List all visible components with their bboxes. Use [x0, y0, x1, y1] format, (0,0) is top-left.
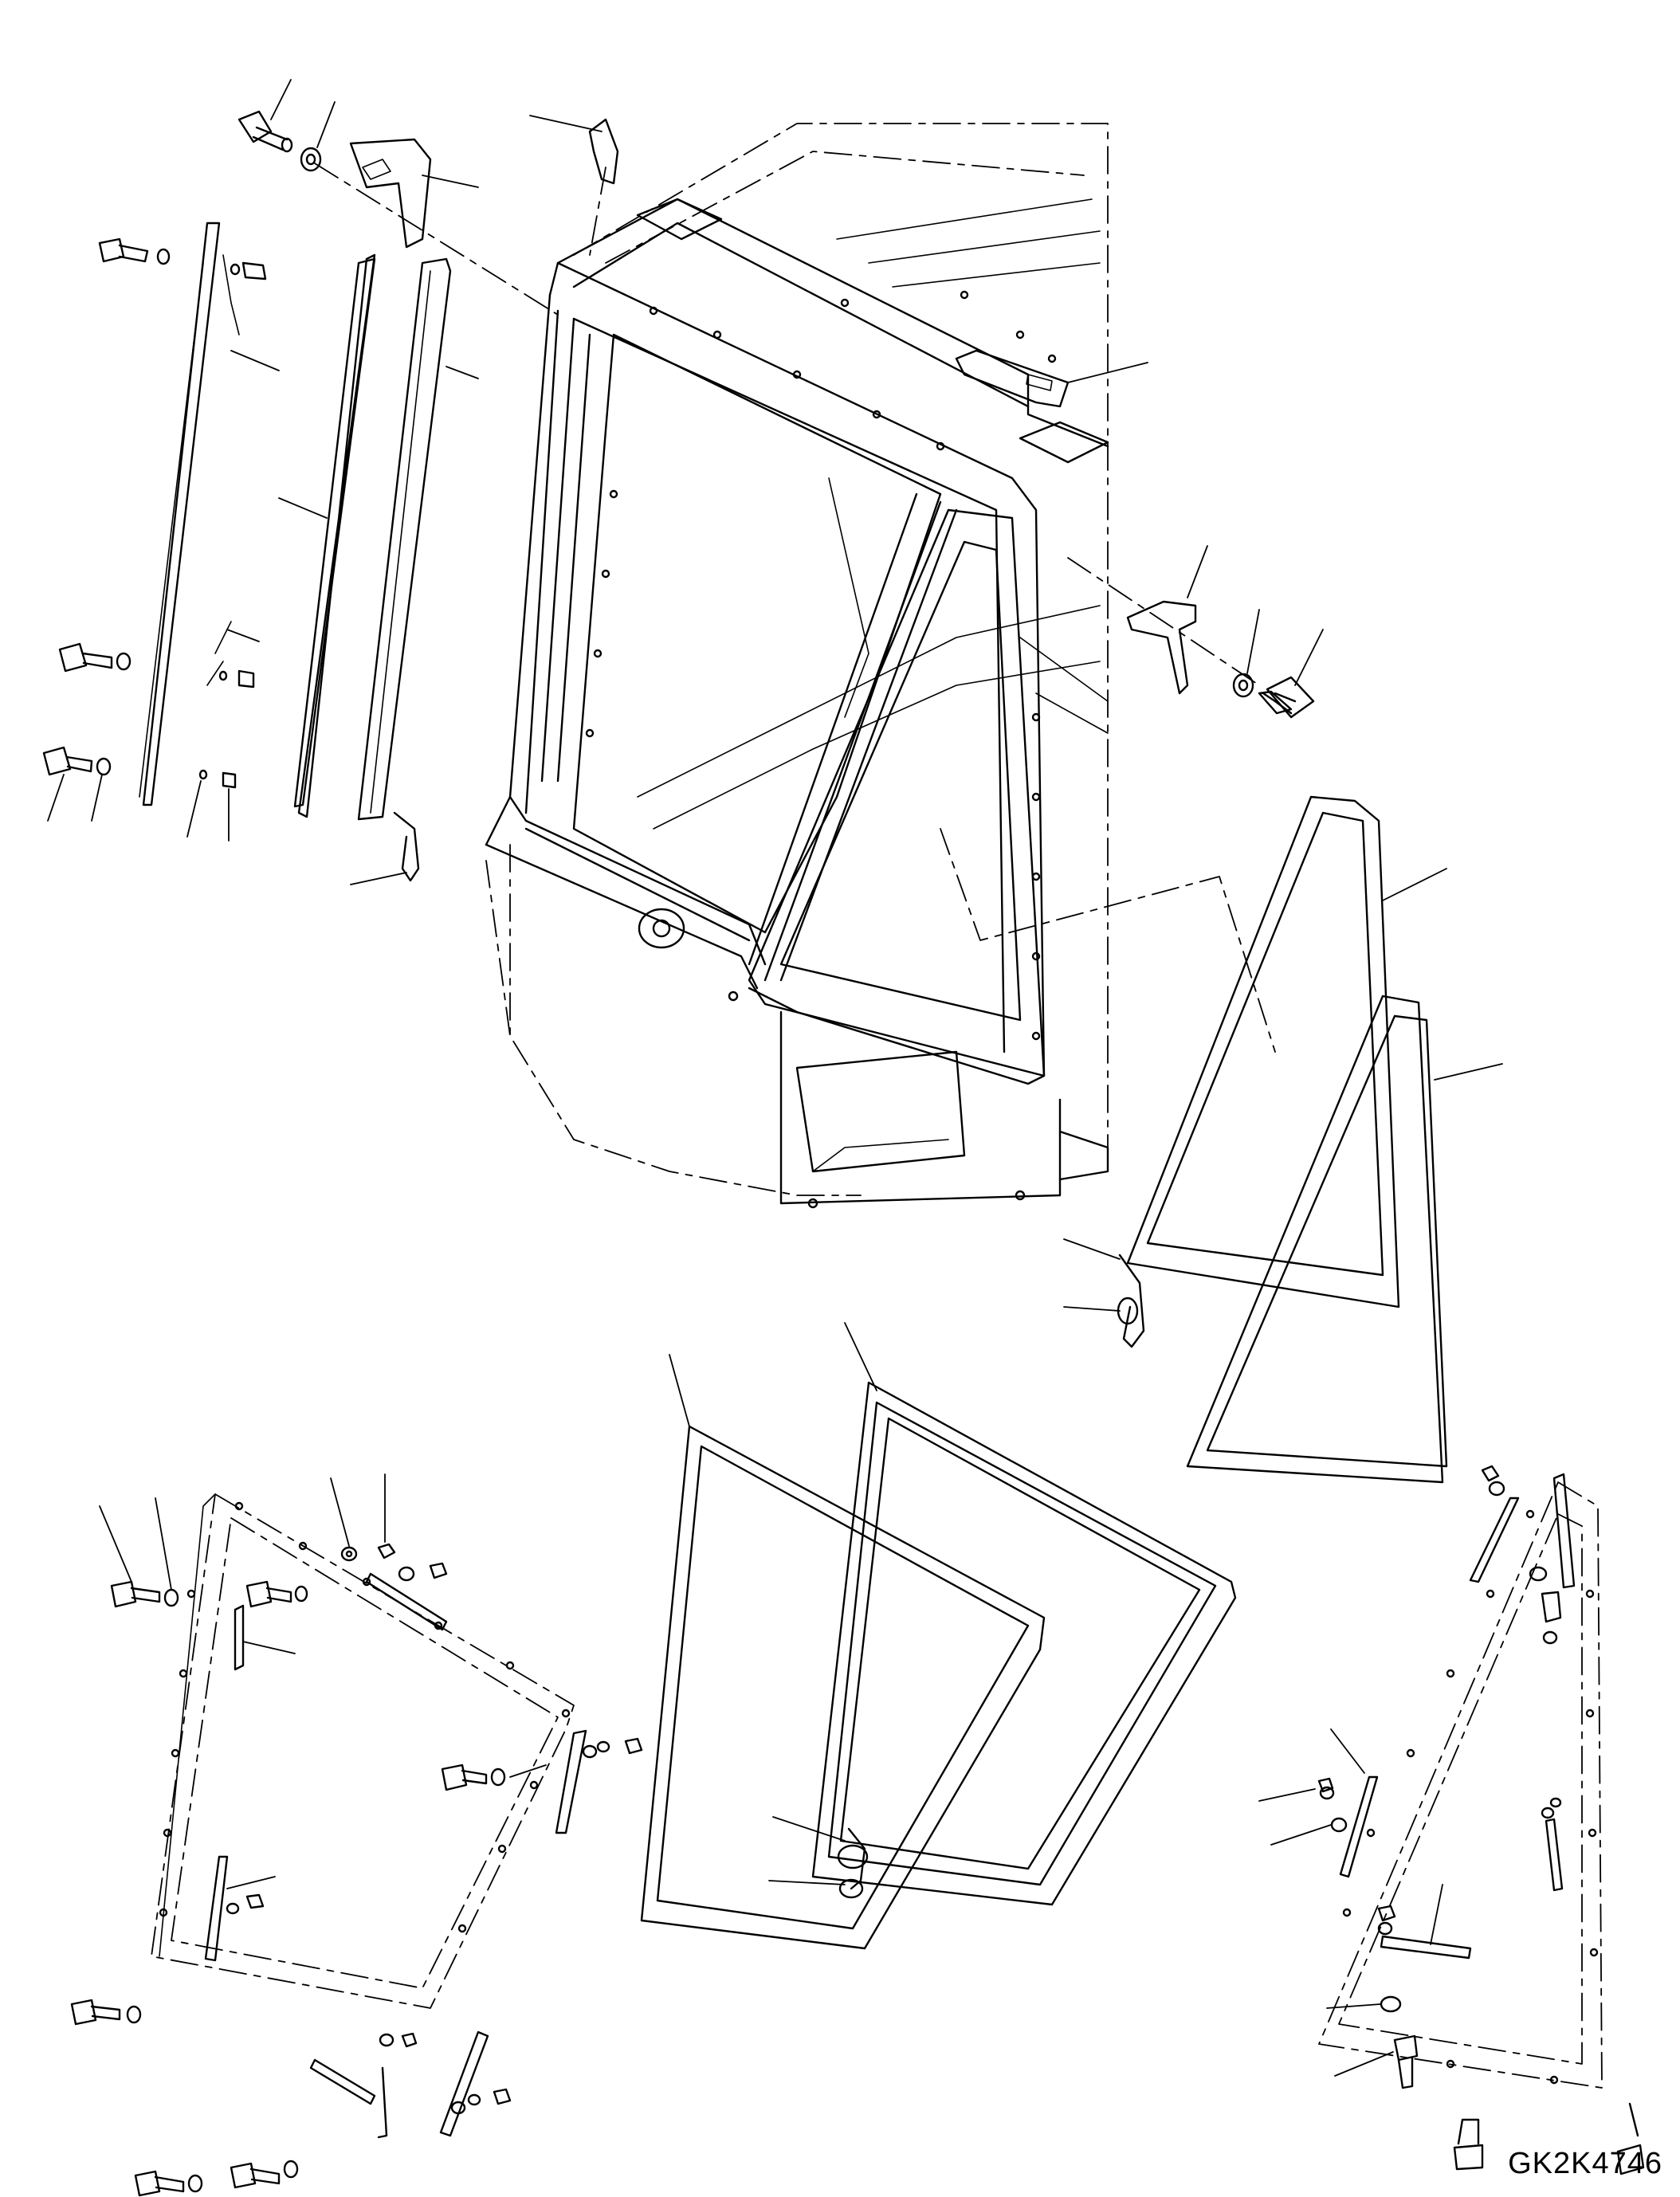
hinge-bracket-top-left [349, 138, 479, 249]
left-strip-seal [278, 253, 376, 818]
bolt-set-left-lower [42, 746, 237, 842]
bolt-right [1258, 629, 1324, 719]
center-door-glass-rear [811, 1322, 1237, 1906]
bolt-top-left [237, 79, 293, 153]
assembly-centerlines [314, 163, 1276, 1053]
lower-left-fasteners [70, 1473, 643, 2197]
washer-top-left [300, 101, 336, 172]
hinge-bracket-top-center [529, 115, 619, 185]
right-triangle-glass-inner [1186, 995, 1503, 1484]
lower-right-triangle-panel [1318, 1481, 1603, 2089]
hinge-bracket-lower-right [1126, 545, 1208, 695]
cab-frame-assembly [485, 123, 1109, 1209]
lower-right-fasteners [1258, 1465, 1645, 2175]
right-triangle-glass-outer [1126, 795, 1447, 1308]
hinge-bracket-right [955, 349, 1148, 408]
bolt-set-left-upper [98, 237, 267, 281]
drawing-id-label: GK2K4746 [1508, 2147, 1662, 2180]
lower-left-panel [151, 1493, 575, 2009]
center-glass-seal-clip [768, 1816, 869, 1899]
left-front-glass-strip [139, 222, 280, 806]
center-door-glass-front [640, 1354, 1046, 1950]
washer-right [1232, 609, 1260, 698]
left-strip-channel [350, 257, 479, 885]
right-glass-seal-clip [1063, 1238, 1145, 1348]
bolt-set-left-middle [58, 642, 255, 689]
